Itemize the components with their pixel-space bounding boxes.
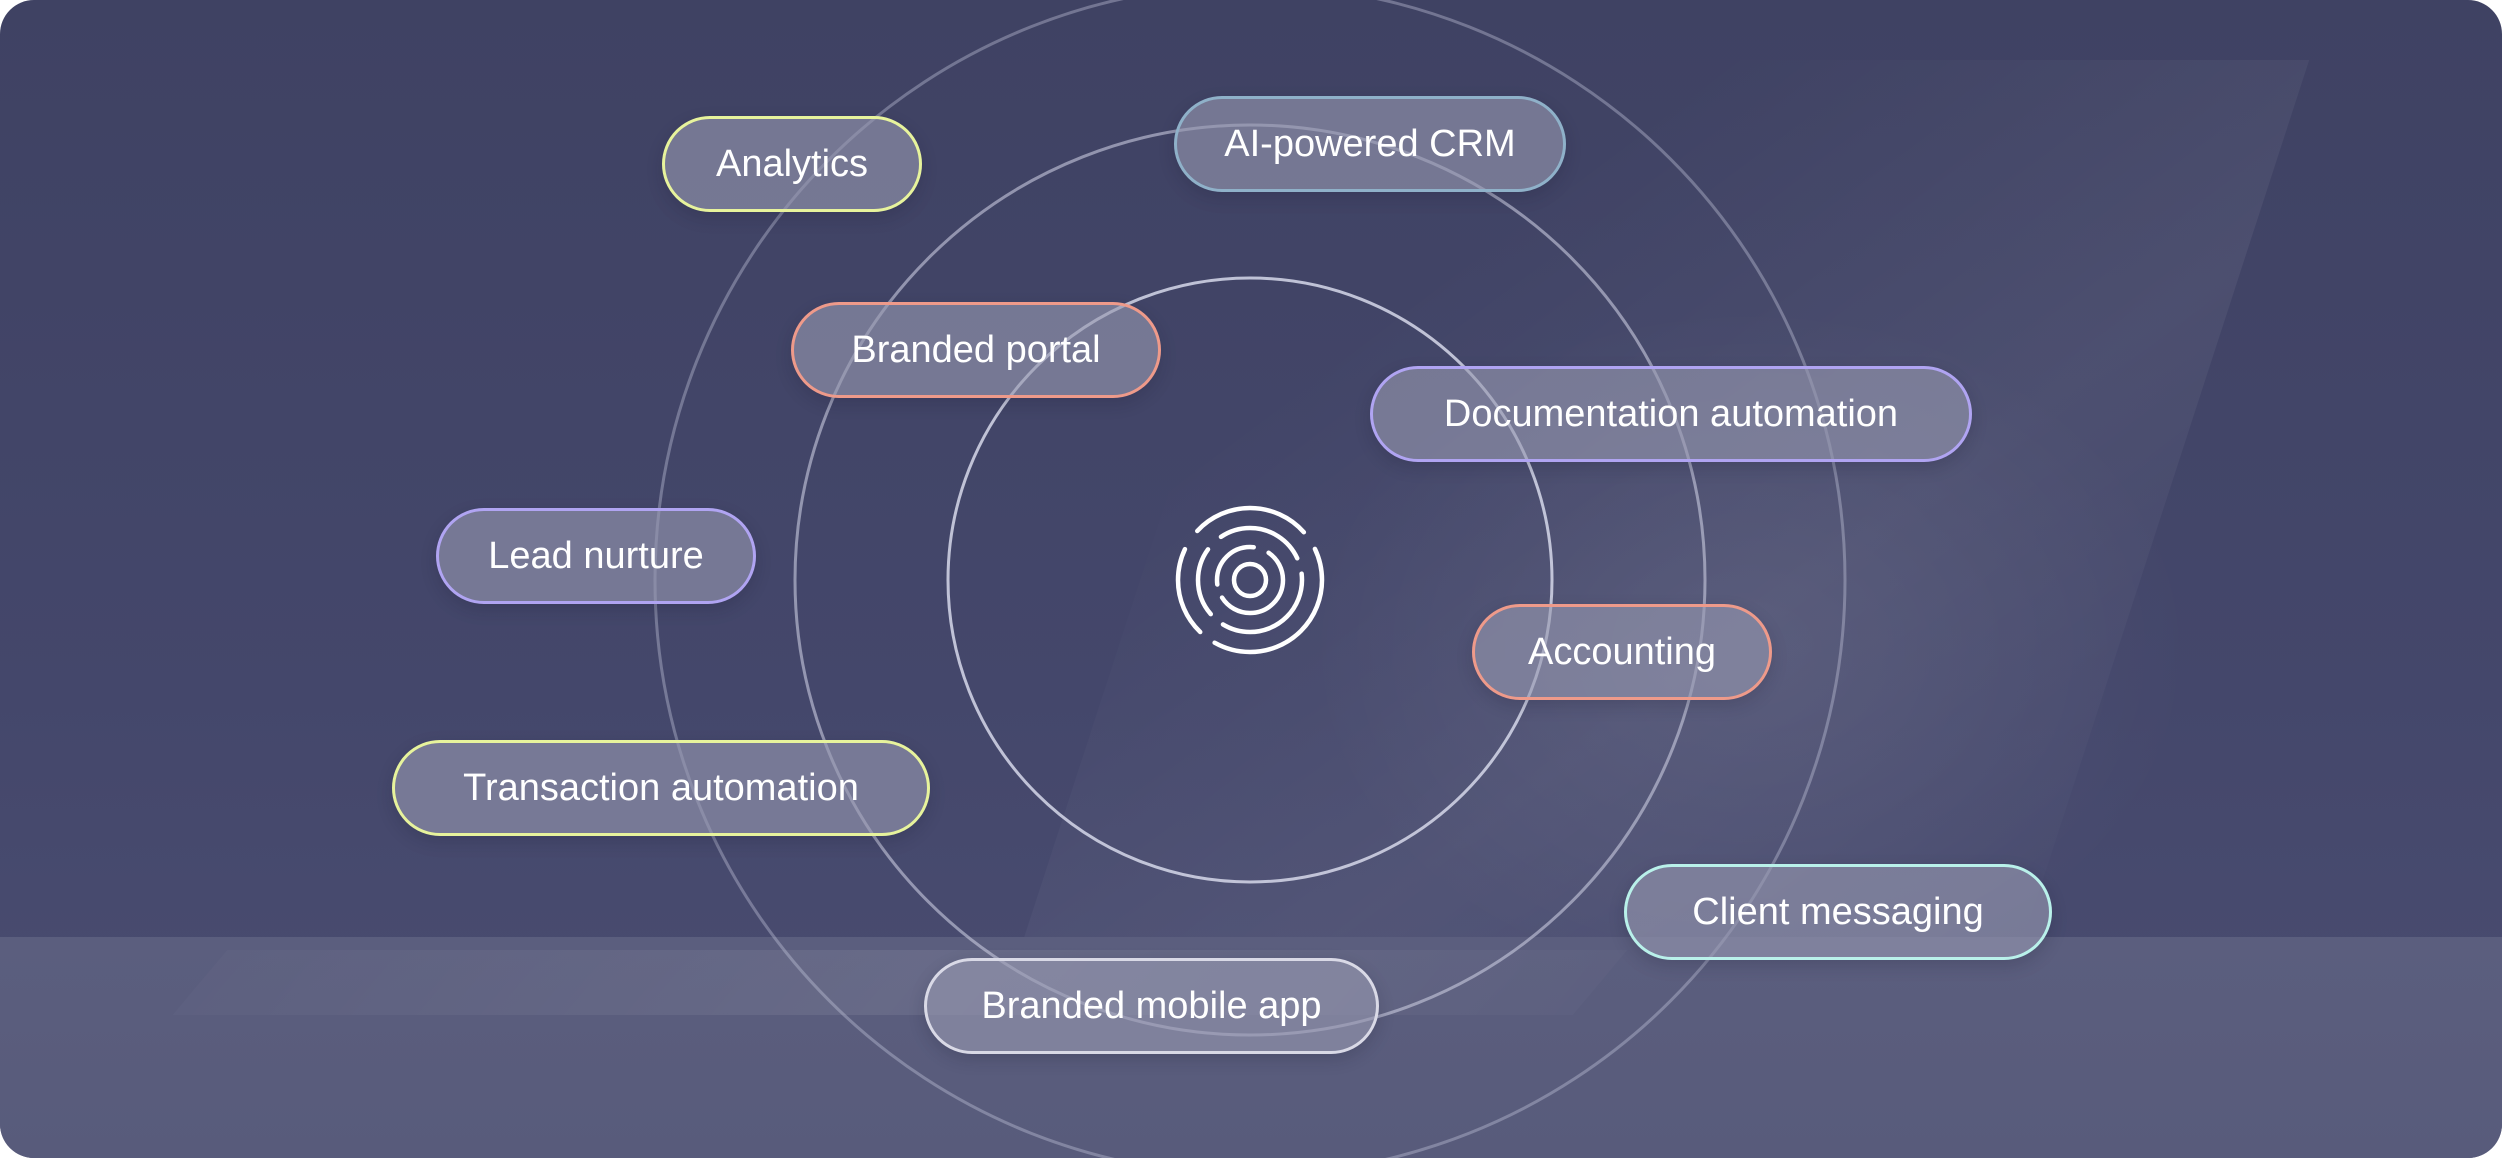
pill-label: Lead nurture	[488, 534, 704, 577]
pill-accounting[interactable]: Accounting	[1472, 604, 1772, 700]
pill-branded-mobile-app[interactable]: Branded mobile app	[924, 958, 1379, 1054]
pill-transaction-automation[interactable]: Transaction automation	[392, 740, 930, 836]
pill-label: Branded mobile app	[981, 984, 1322, 1027]
pill-branded-portal[interactable]: Branded portal	[791, 302, 1161, 398]
inner-ring	[946, 276, 1554, 884]
pill-lead-nurture[interactable]: Lead nurture	[436, 508, 756, 604]
pill-label: Documentation automation	[1443, 392, 1899, 435]
pill-label: Client messaging	[1692, 890, 1984, 933]
pill-label: Branded portal	[851, 328, 1101, 371]
pill-label: AI-powered CRM	[1224, 122, 1516, 165]
pill-label: Analytics	[715, 142, 869, 185]
pill-label: Transaction automation	[463, 766, 859, 809]
concentric-dashed-circles-icon	[1175, 505, 1325, 655]
pill-ai-powered-crm[interactable]: AI-powered CRM	[1174, 96, 1566, 192]
pill-client-messaging[interactable]: Client messaging	[1624, 864, 2052, 960]
pill-label: Accounting	[1527, 630, 1716, 673]
pill-documentation-automation[interactable]: Documentation automation	[1370, 366, 1972, 462]
pill-analytics[interactable]: Analytics	[662, 116, 922, 212]
